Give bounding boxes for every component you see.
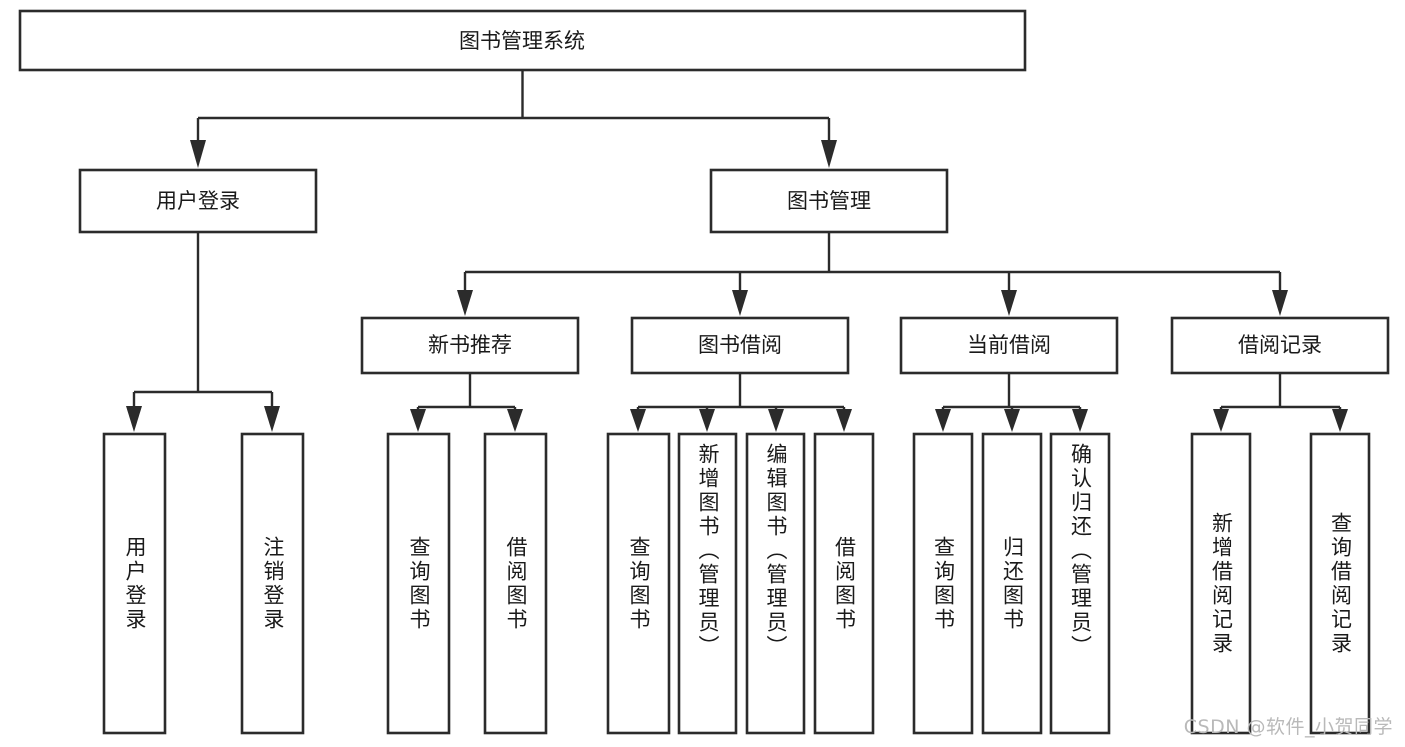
- node-book-borrow-box[interactable]: [630, 316, 850, 375]
- node-current-borrow-box[interactable]: [899, 316, 1119, 375]
- node-user-login-box[interactable]: [78, 168, 318, 234]
- node-book-borrow-label: 图书借阅: [698, 333, 782, 357]
- arrowhead-leaf-return-book: [1004, 409, 1020, 432]
- arrowhead-leaf-query-book-2: [630, 409, 646, 432]
- node-borrow-record[interactable]: 借阅记录: [1170, 316, 1390, 375]
- arrowhead-book-management: [821, 140, 837, 168]
- arrowhead-borrow-record: [1272, 290, 1288, 316]
- node-leaf-edit-book-box[interactable]: [745, 432, 806, 735]
- node-book-management[interactable]: 图书管理: [709, 168, 949, 234]
- node-leaf-query-borrow-record-box[interactable]: [1309, 432, 1371, 735]
- node-borrow-record-box[interactable]: [1170, 316, 1390, 375]
- connector-layer: [126, 70, 1348, 432]
- node-leaf-query-book-1-box[interactable]: [386, 432, 451, 735]
- node-root-box[interactable]: [18, 9, 1027, 72]
- node-root[interactable]: 图书管理系统: [18, 9, 1027, 72]
- node-leaf-confirm-return-box[interactable]: [1049, 432, 1111, 735]
- arrowhead-leaf-query-borrow-record: [1332, 409, 1348, 432]
- arrowhead-current-borrow: [1001, 290, 1017, 316]
- arrowhead-leaf-query-book-1: [410, 409, 426, 432]
- node-leaf-user-logout-box[interactable]: [240, 432, 305, 735]
- node-leaf-borrow-book-1-box[interactable]: [483, 432, 548, 735]
- node-new-book-recommend-label: 新书推荐: [428, 333, 512, 357]
- arrowhead-leaf-confirm-return: [1072, 409, 1088, 432]
- arrowhead-leaf-user-logout: [264, 406, 280, 432]
- node-user-login-label: 用户登录: [156, 189, 240, 213]
- node-new-book-recommend-box[interactable]: [360, 316, 580, 375]
- arrowhead-leaf-user-login: [126, 406, 142, 432]
- node-leaf-return-book-box[interactable]: [981, 432, 1043, 735]
- node-book-management-label: 图书管理: [787, 189, 871, 213]
- arrowhead-leaf-add-borrow-record: [1213, 409, 1229, 432]
- node-leaf-add-book-box[interactable]: [677, 432, 738, 735]
- node-leaf-borrow-book-2-box[interactable]: [813, 432, 875, 735]
- arrowhead-leaf-edit-book: [768, 409, 784, 432]
- node-leaf-query-book-2-box[interactable]: [606, 432, 671, 735]
- node-root-label: 图书管理系统: [459, 29, 585, 53]
- node-new-book-recommend[interactable]: 新书推荐: [360, 316, 580, 375]
- arrowhead-leaf-query-book-3: [935, 409, 951, 432]
- node-borrow-record-label: 借阅记录: [1238, 333, 1322, 357]
- node-leaf-query-book-3-box[interactable]: [912, 432, 974, 735]
- arrowhead-leaf-borrow-book-1: [507, 409, 523, 432]
- node-leaf-add-borrow-record-box[interactable]: [1190, 432, 1252, 735]
- node-layer: 图书管理系统 用户登录 图书管理 新书推荐 图书借阅 当前: [18, 9, 1390, 735]
- node-current-borrow[interactable]: 当前借阅: [899, 316, 1119, 375]
- watermark: CSDN @软件_小贺同学: [1183, 716, 1393, 738]
- arrowhead-new-book-recommend: [457, 290, 473, 316]
- arrowhead-leaf-borrow-book-2: [836, 409, 852, 432]
- node-user-login[interactable]: 用户登录: [78, 168, 318, 234]
- node-current-borrow-label: 当前借阅: [967, 333, 1051, 357]
- node-book-borrow[interactable]: 图书借阅: [630, 316, 850, 375]
- arrowhead-user-login: [190, 140, 206, 168]
- node-leaf-user-login-box[interactable]: [102, 432, 167, 735]
- node-book-management-box[interactable]: [709, 168, 949, 234]
- arrowhead-leaf-add-book: [699, 409, 715, 432]
- arrowhead-book-borrow: [732, 290, 748, 316]
